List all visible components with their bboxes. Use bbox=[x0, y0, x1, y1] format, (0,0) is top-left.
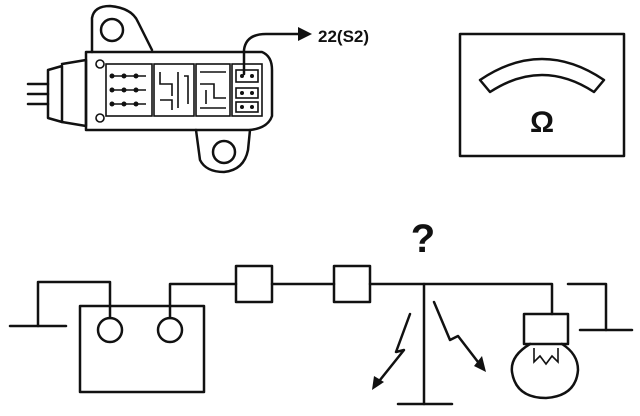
wire-boot-collar bbox=[60, 58, 88, 128]
meter-frame bbox=[458, 32, 626, 158]
fault-arrow-right bbox=[432, 300, 480, 364]
fault-arrow-left bbox=[378, 312, 412, 382]
lamp-filament bbox=[533, 348, 559, 366]
pin-callout-arrowhead bbox=[298, 27, 312, 41]
wire-lamp-to-ground bbox=[566, 282, 608, 332]
question-mark: ? bbox=[411, 217, 435, 261]
pin-label: 22(S2) bbox=[318, 27, 369, 46]
lamp-socket bbox=[522, 312, 570, 346]
fault-arrowhead-left bbox=[372, 376, 384, 390]
mounting-hole-bottom bbox=[211, 139, 237, 165]
meter-scale-arc bbox=[478, 57, 606, 94]
battery-box bbox=[78, 304, 206, 394]
mounting-ear-bottom bbox=[194, 128, 252, 174]
lamp-bulb bbox=[510, 342, 580, 400]
mounting-ear-top bbox=[90, 4, 154, 54]
mounting-hole-top bbox=[99, 17, 125, 43]
pin-callout-line bbox=[242, 32, 302, 76]
inline-component-1 bbox=[234, 264, 274, 304]
inline-component-2 bbox=[332, 264, 372, 304]
battery-terminal-right bbox=[156, 316, 184, 344]
pin-cavities bbox=[105, 63, 263, 117]
ohm-symbol: Ω bbox=[530, 106, 554, 139]
connector-body bbox=[84, 50, 274, 132]
battery-terminal-left bbox=[96, 316, 124, 344]
wire-to-lamp bbox=[368, 282, 554, 316]
body-bolt-1 bbox=[95, 59, 105, 69]
wire-harness bbox=[26, 82, 50, 106]
body-bolt-2 bbox=[95, 113, 105, 123]
wire-boot bbox=[46, 64, 64, 124]
ohmmeter: Ω bbox=[458, 32, 626, 158]
connector-assembly: 22(S2) bbox=[26, 4, 369, 174]
wire-battery-to-fuse-1 bbox=[168, 282, 238, 320]
test-circuit: ? bbox=[8, 217, 634, 406]
wire-ground-to-battery bbox=[36, 280, 112, 328]
fault-arrowhead-right bbox=[474, 356, 486, 372]
